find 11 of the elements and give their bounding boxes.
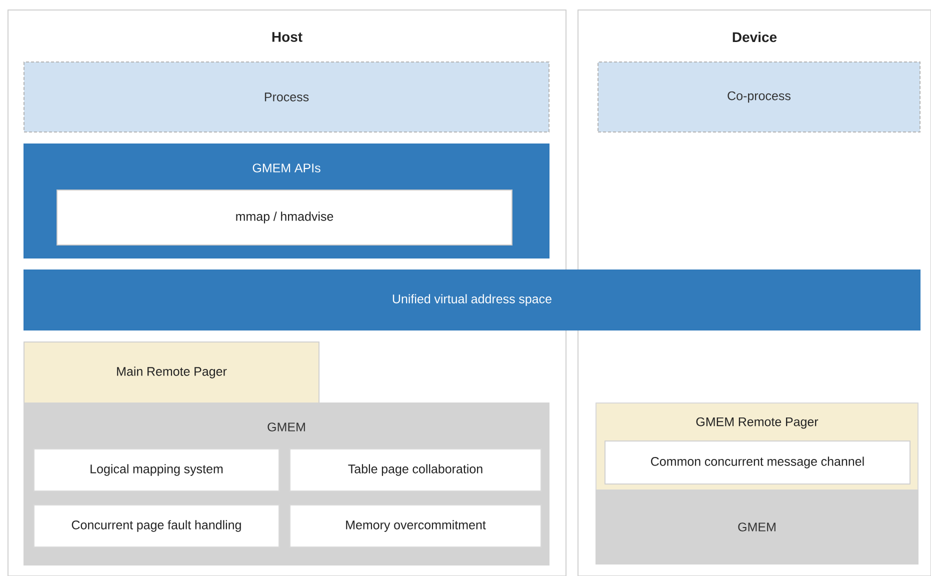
function-box: mmap / hmadvise	[56, 190, 512, 246]
pager-box: Main Remote Pager	[24, 342, 320, 404]
process-box: Co-process	[598, 62, 920, 132]
function-box: Table page collaboration	[290, 448, 542, 492]
function-box: Logical mapping system	[34, 448, 280, 492]
process-box: Process	[24, 62, 550, 132]
module-box: GMEM	[596, 490, 918, 564]
function-box: Concurrent page fault handling	[34, 504, 280, 548]
function-box: Common concurrent message channel	[604, 440, 910, 484]
address-space-band: Unified virtual address space	[24, 270, 920, 330]
function-box: Memory overcommitment	[290, 504, 542, 548]
